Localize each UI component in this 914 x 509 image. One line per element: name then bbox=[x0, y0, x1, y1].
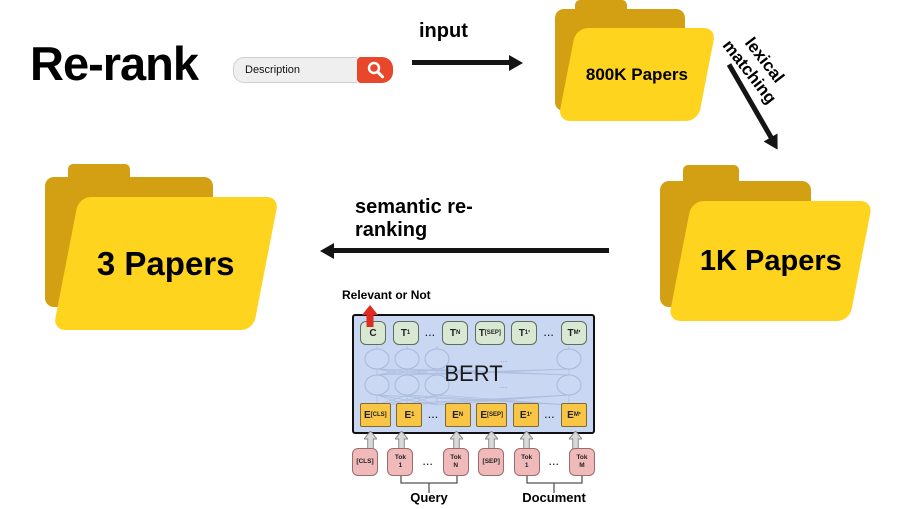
relevant-or-not-label: Relevant or Not bbox=[342, 288, 431, 302]
ellipsis: ... bbox=[422, 457, 434, 467]
ellipsis: ... bbox=[544, 410, 556, 420]
output-arrow-icon bbox=[362, 305, 378, 332]
t-output-box: T[SEP] bbox=[474, 321, 505, 345]
token-box: [SEP] bbox=[478, 448, 505, 476]
e-embedding-box: E[CLS] bbox=[360, 403, 391, 427]
folder-1k-papers: 1K Papers bbox=[655, 163, 873, 323]
folder-3-papers: 3 Papers bbox=[38, 160, 288, 332]
folder-tab bbox=[683, 165, 739, 185]
query-document-brackets bbox=[400, 476, 583, 493]
semantic-reranking-label: semantic re- ranking bbox=[355, 196, 473, 241]
token-box: [CLS] bbox=[352, 448, 378, 476]
folder-front: 1K Papers bbox=[668, 201, 873, 321]
query-label: Query bbox=[410, 490, 448, 505]
ellipsis: ... bbox=[549, 457, 560, 467]
folder-800k-papers: 800K Papers bbox=[545, 0, 725, 122]
search-bar: Description bbox=[233, 57, 393, 83]
search-input[interactable]: Description bbox=[233, 57, 357, 83]
document-label: Document bbox=[522, 490, 586, 505]
input-arrow bbox=[412, 60, 510, 65]
search-icon bbox=[364, 60, 386, 80]
bert-model-label: BERT bbox=[444, 361, 503, 386]
folder-label: 3 Papers bbox=[97, 244, 235, 282]
input-arrow-label: input bbox=[419, 20, 468, 42]
ellipsis: ... bbox=[428, 410, 439, 420]
folder-label: 800K Papers bbox=[585, 64, 689, 84]
ellipsis: ... bbox=[543, 328, 555, 338]
svg-text:...: ... bbox=[500, 380, 508, 390]
ellipsis: ... bbox=[425, 328, 436, 338]
search-button[interactable] bbox=[357, 57, 393, 83]
folder-front: 3 Papers bbox=[53, 197, 279, 330]
e-embedding-box: E[SEP] bbox=[476, 403, 508, 427]
page-title: Re-rank bbox=[30, 37, 199, 90]
folder-front: 800K Papers bbox=[557, 28, 717, 121]
svg-text:...: ... bbox=[500, 354, 508, 364]
semantic-reranking-arrow bbox=[333, 248, 609, 253]
bert-network-graphic: ...... bbox=[364, 346, 582, 406]
folder-label: 1K Papers bbox=[699, 244, 842, 277]
